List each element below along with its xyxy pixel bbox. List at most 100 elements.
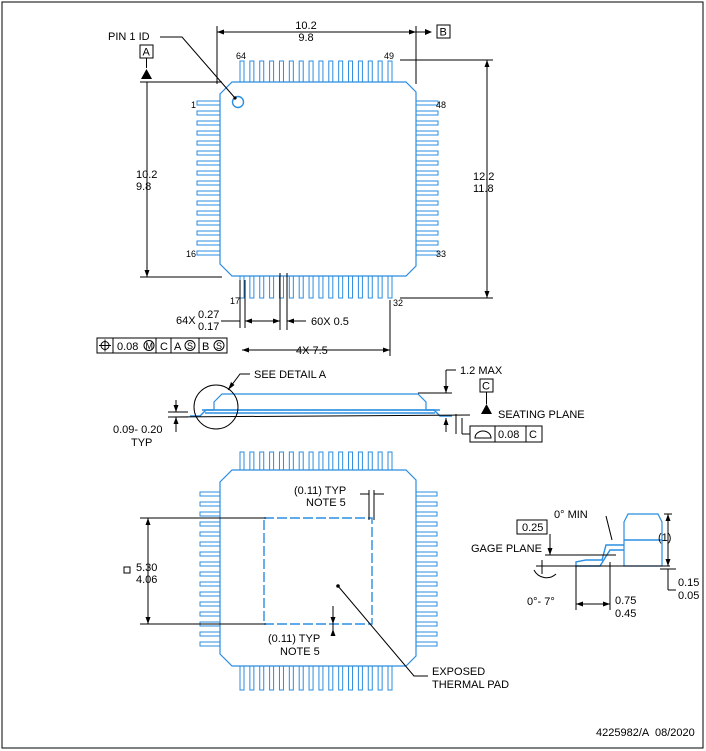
lead [357, 664, 363, 691]
lead [414, 641, 438, 647]
max-height-label: 1.2 MAX [460, 365, 503, 377]
lead [196, 180, 222, 186]
foot-length-min: 0.45 [615, 608, 636, 620]
datum-b-box [436, 24, 451, 39]
lead [348, 451, 354, 472]
lead-span-label: 4X 7.5 [296, 345, 328, 357]
typ-bottom-label: (0.11) TYP [268, 633, 320, 645]
lead [196, 130, 222, 136]
lead [239, 664, 245, 691]
lead [308, 451, 314, 472]
pin-48-label: 48 [436, 100, 446, 110]
lead [196, 190, 222, 196]
lead [196, 240, 222, 246]
pitch-label: 60X 0.5 [311, 316, 349, 328]
datum-c-label: C [482, 381, 490, 393]
standoff-label: 0.09- 0.20 [113, 424, 163, 436]
lead [414, 230, 439, 236]
lead [348, 664, 354, 691]
standoff-typ: TYP [131, 437, 152, 449]
lead [414, 240, 439, 246]
lead [414, 220, 439, 226]
lead [318, 274, 324, 299]
lead [308, 60, 314, 84]
profile-surface-icon [474, 430, 492, 439]
note-bottom-label: NOTE 5 [280, 646, 320, 658]
lead [288, 664, 294, 691]
lead [414, 110, 439, 116]
angle-min-label: 0° MIN [554, 509, 588, 521]
lead [414, 100, 439, 106]
lead [259, 60, 265, 84]
lead [414, 180, 439, 186]
lead [414, 190, 439, 196]
see-detail-label: SEE DETAIL A [254, 369, 327, 381]
coplanarity-datum: C [529, 429, 537, 441]
lead [338, 664, 344, 691]
detail-a-circle [193, 384, 239, 430]
lead [367, 60, 373, 84]
pin-1-label: 1 [191, 100, 196, 110]
lead [387, 664, 393, 691]
lead [367, 274, 373, 299]
pin-16-label: 16 [186, 249, 196, 259]
ref-one-label: (1) [658, 532, 671, 544]
angle-range-label: 0°- 7° [527, 596, 555, 608]
lead [298, 451, 304, 472]
lead [387, 274, 393, 299]
bottom-leads-bottom [239, 664, 393, 691]
height-min: 9.8 [136, 181, 151, 193]
lead [414, 551, 438, 557]
lead [414, 491, 438, 497]
lead [414, 591, 438, 597]
lead [414, 541, 438, 547]
datum-c-triangle [481, 404, 492, 414]
lead [199, 611, 222, 617]
lead [196, 160, 222, 166]
bottom-leads-top [239, 451, 393, 472]
lead [318, 451, 324, 472]
lead [367, 664, 373, 691]
lead [199, 631, 222, 637]
lead [278, 664, 284, 691]
lead [199, 641, 222, 647]
lead [199, 521, 222, 527]
lead [196, 100, 222, 106]
lead [249, 451, 255, 472]
lead [199, 501, 222, 507]
bottom-leads-right [414, 491, 438, 647]
lead [318, 60, 324, 84]
side-view: SEE DETAIL A 1.2 MAX C SEATING PLANE 0.0… [113, 365, 585, 449]
lead [269, 60, 275, 84]
feature-control-frame: 0.08 M C A S B S [96, 337, 228, 354]
package-body-top [219, 81, 417, 277]
gage-plane-label: GAGE PLANE [471, 543, 542, 555]
lead [308, 664, 314, 691]
lead [328, 451, 334, 472]
lead [196, 250, 222, 256]
lead [377, 60, 383, 84]
exposed-label-2: THERMAL PAD [432, 679, 509, 691]
span-max: 12.2 [473, 171, 494, 183]
lead [239, 60, 245, 84]
lead [269, 664, 275, 691]
lead [357, 451, 363, 472]
pin1-marker [231, 95, 245, 109]
lead [196, 110, 222, 116]
leads-bottom [239, 274, 393, 299]
lead [328, 664, 334, 691]
fcf-datum-b: B [202, 341, 209, 353]
lead [414, 150, 439, 156]
pin-64-label: 64 [236, 51, 246, 61]
lead-width-min: 0.17 [198, 321, 219, 333]
lead-width-max: 0.27 [198, 309, 219, 321]
datum-a-triangle [141, 69, 152, 79]
lead [259, 664, 265, 691]
foot-length-max: 0.75 [615, 595, 636, 607]
lead [414, 250, 439, 256]
fcf-datum-c: C [160, 341, 168, 353]
lead [377, 664, 383, 691]
lead [414, 501, 438, 507]
lead [414, 561, 438, 567]
width-min: 9.8 [298, 32, 313, 44]
